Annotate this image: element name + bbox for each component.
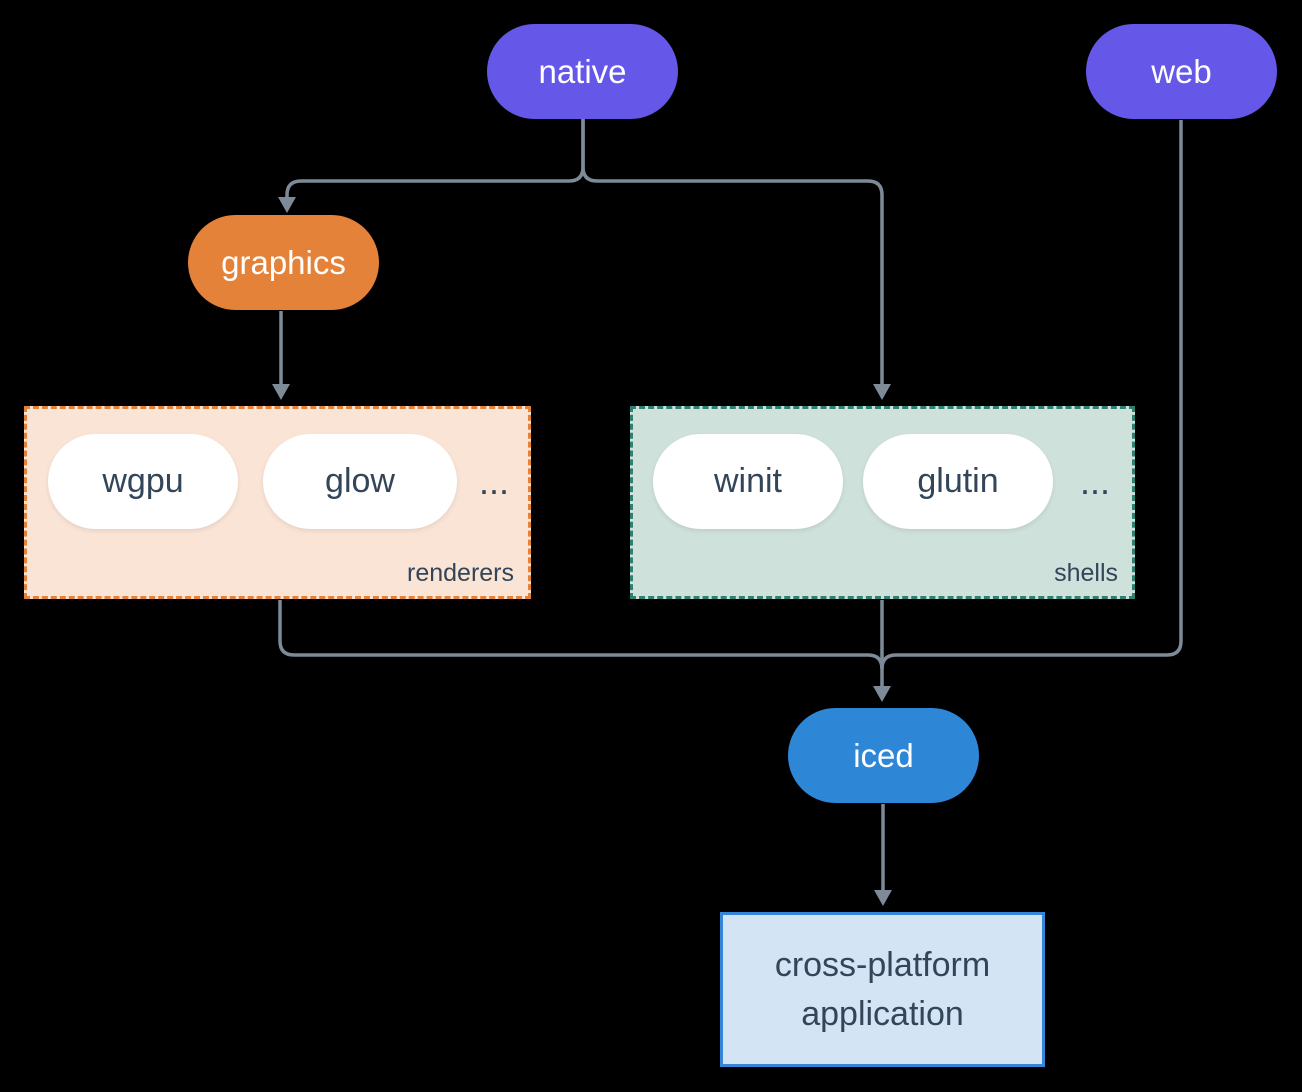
group-renderers: wgpu glow ... renderers (24, 406, 531, 599)
arrowhead-graphics (278, 197, 296, 213)
app-label-line2: application (801, 994, 964, 1033)
arrowhead-iced (873, 686, 891, 702)
node-iced: iced (788, 708, 979, 803)
shells-ellipsis: ... (1080, 460, 1111, 502)
node-graphics: graphics (188, 215, 379, 310)
node-wgpu: wgpu (48, 434, 238, 529)
group-label-shells: shells (1054, 559, 1118, 587)
node-web: web (1086, 24, 1277, 119)
node-glutin: glutin (863, 434, 1053, 529)
group-label-renderers: renderers (407, 559, 514, 587)
arrowhead-shells (873, 384, 891, 400)
node-native-label: native (538, 52, 627, 90)
node-cross-platform-application: cross-platform application (720, 912, 1045, 1067)
app-label-line1: cross-platform (774, 945, 991, 984)
node-web-label: web (1151, 52, 1212, 90)
node-winit-label: winit (713, 462, 783, 500)
node-glutin-label: glutin (917, 462, 999, 500)
node-native: native (487, 24, 678, 119)
node-glow-label: glow (325, 462, 395, 500)
node-iced-label: iced (853, 736, 914, 774)
node-wgpu-label: wgpu (102, 462, 184, 500)
edge-renderers-to-iced (278, 600, 884, 670)
group-shells: winit glutin ... shells (630, 406, 1135, 599)
node-winit: winit (653, 434, 843, 529)
edge-native-to-graphics (285, 119, 585, 198)
edge-native-to-shells (581, 119, 884, 385)
node-graphics-label: graphics (221, 243, 346, 281)
renderers-ellipsis: ... (479, 460, 510, 502)
node-glow: glow (263, 434, 457, 529)
arrowhead-app (874, 890, 892, 906)
arrowhead-renderers (272, 384, 290, 400)
